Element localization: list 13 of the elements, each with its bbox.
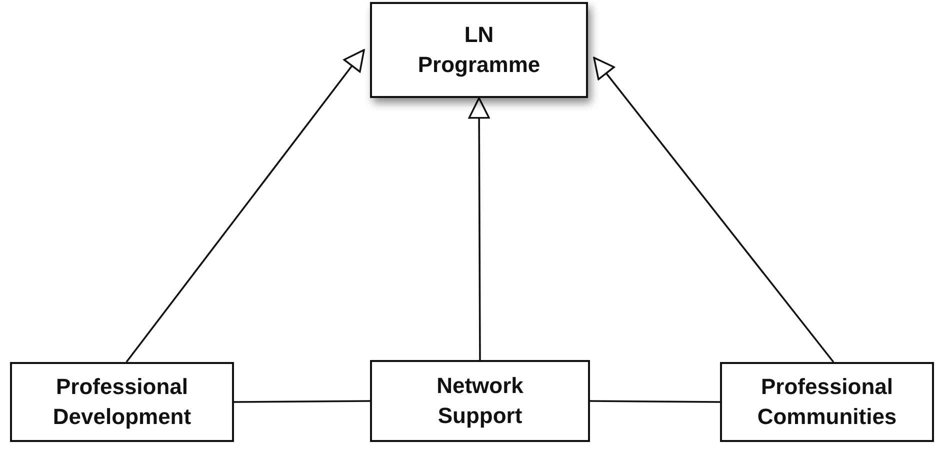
generalization-arrow [126, 49, 365, 363]
box-label: LN Programme [416, 21, 542, 79]
class-box [10, 362, 234, 442]
box-label: Network Support [436, 372, 524, 430]
class-box [720, 362, 934, 442]
box-label: Professional Communities [756, 373, 898, 431]
box-label: Professional Development [52, 373, 192, 431]
connector-line [590, 400, 720, 403]
class-box [370, 2, 588, 98]
generalization-arrow [468, 97, 490, 360]
generalization-arrow [593, 56, 834, 363]
class-box [370, 360, 590, 442]
connector-line [234, 400, 370, 403]
